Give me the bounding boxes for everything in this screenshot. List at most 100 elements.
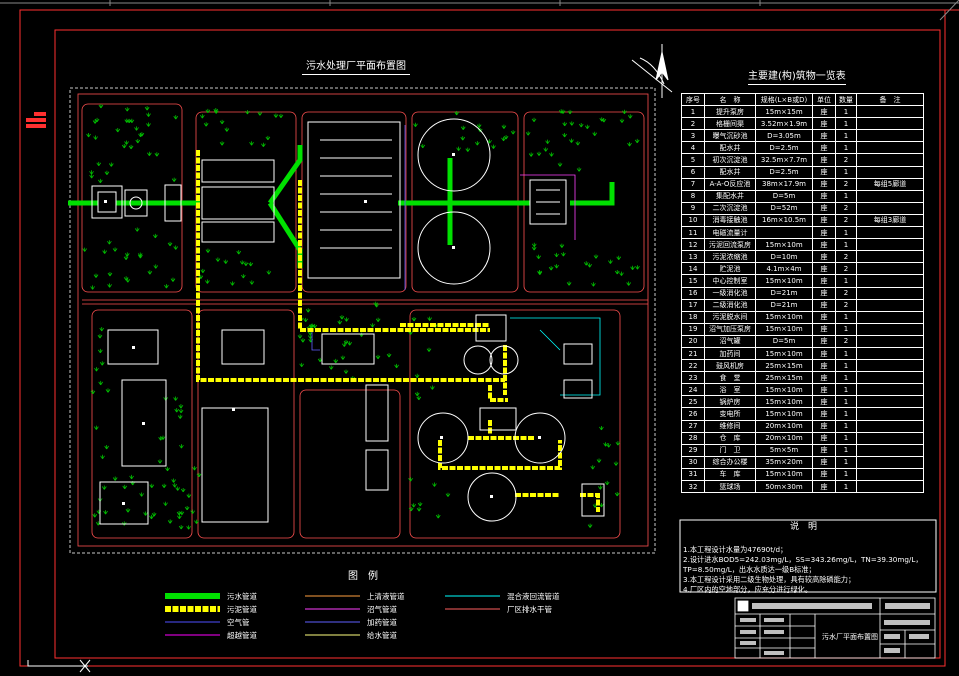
- grass-tuft: [128, 144, 134, 150]
- table-cell: 2: [835, 201, 857, 215]
- table-cell: 1: [681, 105, 705, 119]
- grass-tuft: [616, 255, 622, 261]
- grass-tuft: [97, 348, 103, 354]
- table-cell: 座: [812, 310, 836, 324]
- grass-tuft: [545, 139, 550, 144]
- binding-marks: [26, 112, 46, 128]
- legend-label: 污水管道: [227, 592, 257, 601]
- grass-tuft: [245, 110, 250, 115]
- grass-tuft: [154, 152, 160, 157]
- grass-tuft: [416, 395, 422, 401]
- grass-tuft: [430, 385, 435, 390]
- table-cell: 1: [835, 141, 857, 155]
- grass-tuft: [627, 142, 632, 147]
- grass-tuft: [510, 130, 516, 135]
- grass-tuft: [124, 107, 130, 112]
- table-cell: 1: [835, 479, 857, 494]
- grass-tuft: [177, 514, 182, 519]
- grass-tuft: [184, 505, 190, 511]
- table-cell: 1: [835, 371, 857, 385]
- table-cell: 15m×10m: [755, 407, 813, 421]
- table-cell: 1: [835, 105, 857, 119]
- table-cell: 座: [812, 213, 836, 228]
- grass-tuft: [297, 334, 303, 339]
- grass-tuft: [103, 510, 108, 515]
- table-cell: 1: [835, 189, 857, 203]
- table-cell: 15m×10m: [755, 310, 813, 324]
- table-cell: 5m×5m: [755, 443, 813, 457]
- drawing-frame: [19, 0, 959, 667]
- grass-tuft: [121, 144, 127, 149]
- grass-tuft: [408, 477, 413, 482]
- table-cell: 消毒接触池: [704, 213, 756, 228]
- table-cell: 15m×10m: [755, 238, 813, 252]
- table-cell: D=52m: [755, 201, 813, 215]
- table-cell: 一级消化池: [704, 286, 756, 300]
- table-cell: 29: [681, 443, 705, 457]
- table-cell: D=5m: [755, 334, 813, 348]
- grass-tuft: [614, 269, 620, 275]
- grass-tuft: [599, 502, 604, 508]
- grass-tuft: [190, 509, 196, 514]
- grass-tuft: [408, 507, 414, 512]
- grass-tuft: [619, 271, 624, 276]
- grass-tuft: [561, 252, 566, 257]
- grass-tuft: [147, 270, 153, 275]
- grass-tuft: [236, 250, 242, 255]
- grass-tuft: [99, 327, 105, 332]
- green-space: [82, 104, 640, 530]
- grass-tuft: [99, 361, 105, 366]
- grass-tuft: [578, 123, 584, 128]
- table-cell: 座: [812, 141, 836, 155]
- grass-tuft: [562, 121, 568, 127]
- table-cell: 2: [681, 117, 705, 131]
- grass-tuft: [599, 425, 604, 431]
- grass-tuft: [614, 491, 620, 497]
- table-cell: 1: [835, 455, 857, 469]
- grass-tuft: [179, 444, 184, 449]
- grass-tuft: [414, 391, 420, 397]
- grass-tuft: [257, 111, 263, 116]
- col-header: 规格(L×B或D): [755, 92, 813, 107]
- grass-tuft: [501, 124, 507, 129]
- col-header: 单位: [812, 92, 836, 107]
- table-cell: 污泥回流泵房: [704, 238, 756, 252]
- table-cell: 座: [812, 201, 836, 215]
- grass-tuft: [417, 502, 423, 507]
- table-cell: 1: [835, 467, 857, 482]
- grass-tuft: [592, 131, 598, 136]
- table-cell: 25: [681, 395, 705, 409]
- table-cell: 22: [681, 359, 705, 373]
- table-cell: 15m×10m: [755, 383, 813, 397]
- grass-tuft: [200, 114, 205, 119]
- grass-tuft: [97, 334, 103, 339]
- viewport-top-bar: [0, 0, 959, 6]
- grass-tuft: [102, 249, 107, 254]
- grass-tuft: [178, 525, 184, 530]
- grass-tuft: [135, 138, 141, 144]
- table-cell: 座: [812, 226, 836, 240]
- table-cell: 32: [681, 479, 705, 494]
- grass-tuft: [112, 476, 118, 481]
- sludge-pipe: [196, 150, 600, 512]
- table-cell: 4: [681, 141, 705, 155]
- table-cell: 座: [812, 383, 836, 397]
- table-cell: 座: [812, 298, 836, 312]
- table-cell: 座: [812, 286, 836, 300]
- table-cell: 座: [812, 359, 836, 373]
- table-cell: 24: [681, 383, 705, 397]
- grass-tuft: [528, 152, 534, 157]
- table-cell: 座: [812, 238, 836, 252]
